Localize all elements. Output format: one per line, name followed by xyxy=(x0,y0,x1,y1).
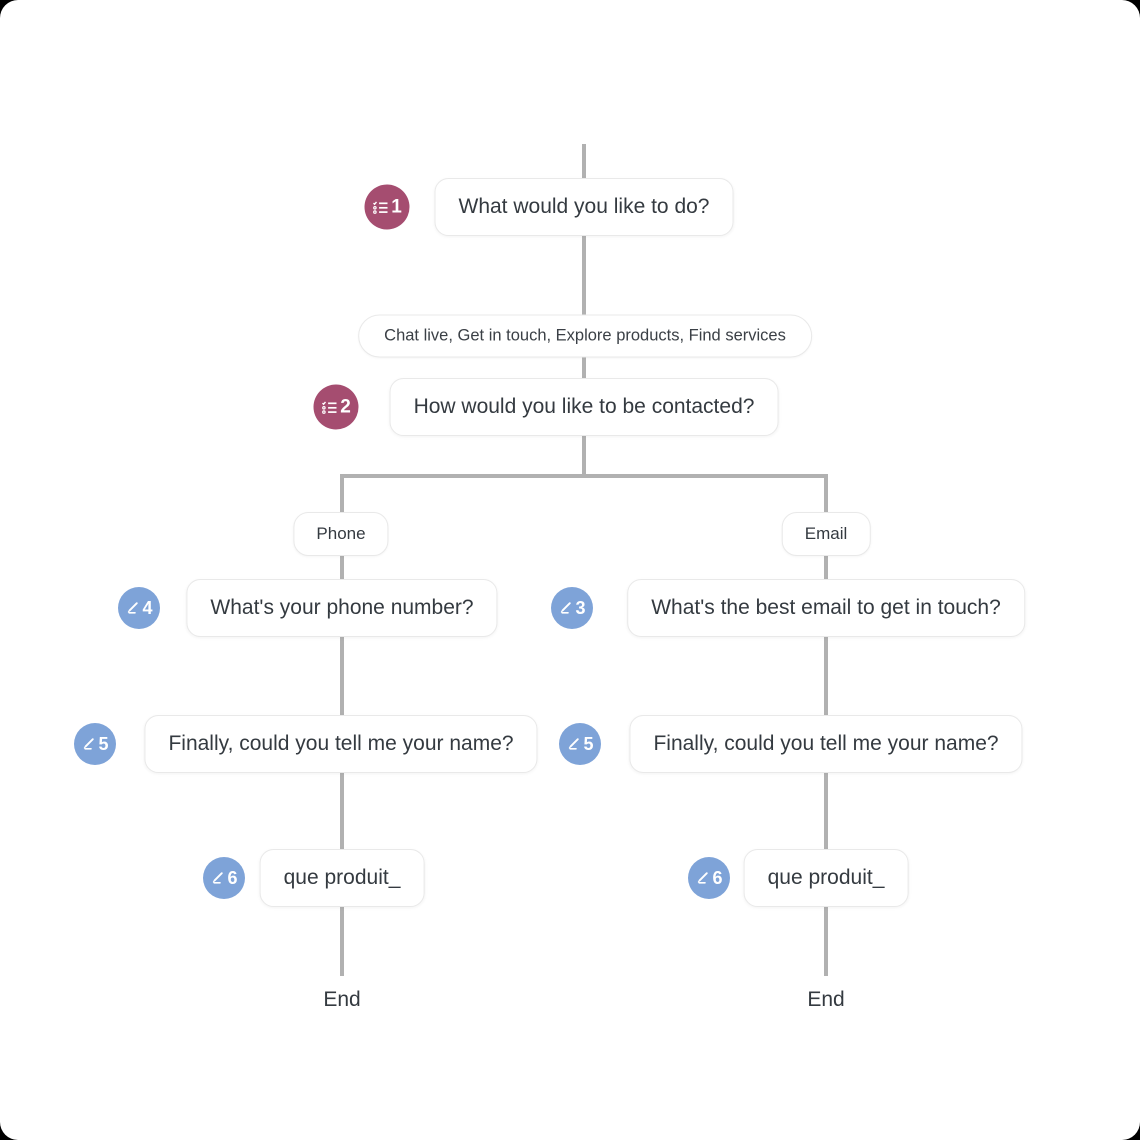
connector-q1-to-options xyxy=(582,236,586,318)
end-label-text: End xyxy=(807,988,845,1011)
pencil-icon xyxy=(695,871,709,885)
end-label-text: End xyxy=(323,988,361,1011)
connector-branch-horizontal xyxy=(340,474,828,478)
connector-q2-to-branch xyxy=(582,436,586,476)
checklist-icon xyxy=(372,200,388,214)
badge-number: 6 xyxy=(712,867,723,888)
badge-question-product-left[interactable]: 6 xyxy=(203,857,245,899)
badge-question-product-right[interactable]: 6 xyxy=(688,857,730,899)
node-text: What's the best email to get in touch? xyxy=(651,596,1001,619)
branch-pill-email[interactable]: Email xyxy=(781,512,871,556)
badge-question-group-1[interactable]: 1 xyxy=(364,184,410,230)
node-text: que produit_ xyxy=(283,866,401,889)
badge-number: 5 xyxy=(98,733,109,754)
pencil-icon xyxy=(81,737,95,751)
end-marker-right: End xyxy=(807,988,844,1012)
node-question-best-email[interactable]: What's the best email to get in touch? xyxy=(627,579,1025,637)
connector-top-stub xyxy=(582,144,586,180)
badge-number: 5 xyxy=(583,733,594,754)
pencil-icon xyxy=(566,737,580,751)
branch-pill-phone[interactable]: Phone xyxy=(293,512,389,556)
node-question-phone-number[interactable]: What's your phone number? xyxy=(186,579,498,637)
badge-number: 1 xyxy=(391,196,402,217)
badge-number: 2 xyxy=(340,396,351,417)
badge-question-name-right[interactable]: 5 xyxy=(559,723,601,765)
node-question-product-right[interactable]: que produit_ xyxy=(743,849,909,907)
badge-question-name-left[interactable]: 5 xyxy=(74,723,116,765)
pill-text: Chat live, Get in touch, Explore product… xyxy=(384,326,786,345)
node-text: What's your phone number? xyxy=(210,596,474,619)
checklist-icon xyxy=(321,400,337,414)
node-question-group-2[interactable]: How would you like to be contacted? xyxy=(389,378,779,436)
node-question-name-left[interactable]: Finally, could you tell me your name? xyxy=(144,715,538,773)
branch-label: Email xyxy=(804,524,848,543)
branch-label: Phone xyxy=(316,524,366,543)
badge-question-group-2[interactable]: 2 xyxy=(313,384,359,430)
node-question-group-1[interactable]: What would you like to do? xyxy=(434,178,734,236)
node-question-name-right[interactable]: Finally, could you tell me your name? xyxy=(629,715,1023,773)
badge-question-phone-number[interactable]: 4 xyxy=(118,587,160,629)
badge-number: 4 xyxy=(142,597,153,618)
node-text: que produit_ xyxy=(767,866,885,889)
pencil-icon xyxy=(558,601,572,615)
node-text: Finally, could you tell me your name? xyxy=(653,732,999,755)
pencil-icon xyxy=(210,871,224,885)
pill-options-list[interactable]: Chat live, Get in touch, Explore product… xyxy=(358,314,812,358)
badge-number: 3 xyxy=(575,597,586,618)
pencil-icon xyxy=(125,601,139,615)
badge-number: 6 xyxy=(227,867,238,888)
node-text: What would you like to do? xyxy=(458,195,710,218)
badge-question-best-email[interactable]: 3 xyxy=(551,587,593,629)
end-marker-left: End xyxy=(323,988,360,1012)
node-text: Finally, could you tell me your name? xyxy=(168,732,514,755)
node-question-product-left[interactable]: que produit_ xyxy=(259,849,425,907)
node-text: How would you like to be contacted? xyxy=(413,395,755,418)
connector-options-to-q2 xyxy=(582,355,586,380)
